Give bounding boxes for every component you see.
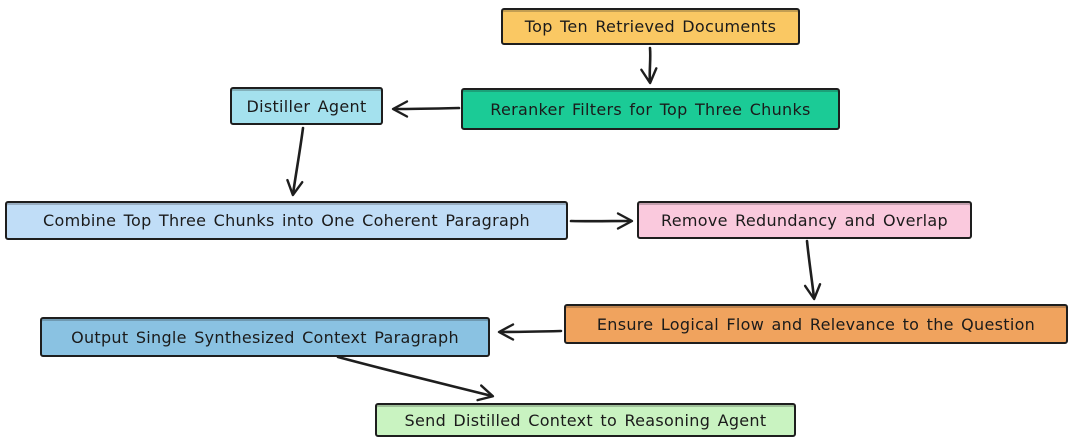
node-reranker-filters: Reranker Filters for Top Three Chunks [461, 88, 840, 130]
node-ensure-logical-flow: Ensure Logical Flow and Relevance to the… [564, 304, 1068, 344]
node-combine-chunks: Combine Top Three Chunks into One Cohere… [5, 201, 568, 240]
arrow-output-to-send [336, 355, 495, 402]
node-send-distilled-context: Send Distilled Context to Reasoning Agen… [375, 403, 796, 437]
node-remove-redundancy: Remove Redundancy and Overlap [637, 201, 972, 239]
node-output-synthesized-paragraph: Output Single Synthesized Context Paragr… [40, 317, 490, 357]
node-distiller-agent: Distiller Agent [230, 87, 383, 125]
arrow-ensure-to-output [497, 323, 563, 341]
arrow-reranker-to-distiller [391, 100, 461, 118]
arrow-topten-to-reranker [640, 46, 658, 85]
arrow-remove-to-ensure [803, 239, 822, 301]
node-top-ten-retrieved-documents: Top Ten Retrieved Documents [501, 8, 800, 45]
arrow-distiller-to-combine [286, 126, 305, 197]
